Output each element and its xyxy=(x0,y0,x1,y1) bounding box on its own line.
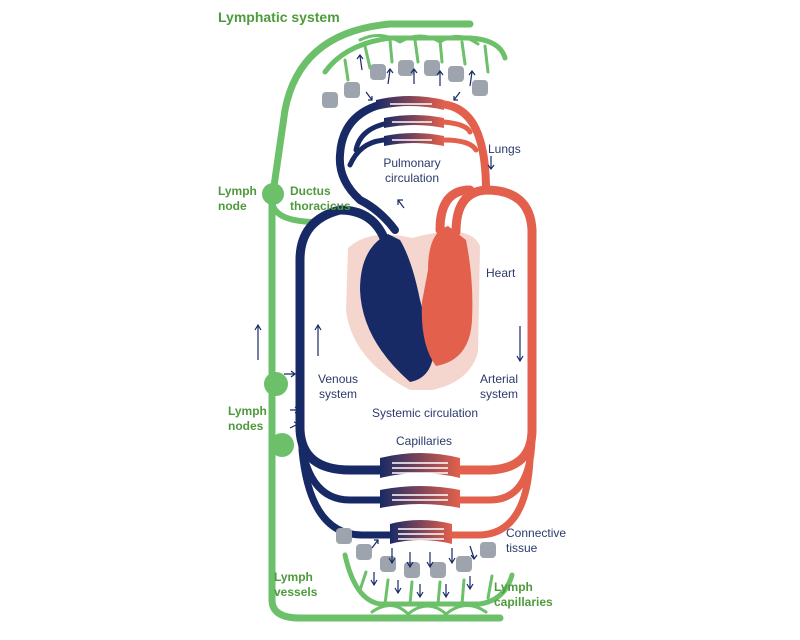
lymphatic-vessels xyxy=(268,20,515,622)
flow-arrows xyxy=(254,54,524,599)
vena-to-heart xyxy=(335,205,389,243)
connective-label-line1: Connective xyxy=(506,526,567,540)
lymph-node-label-line1: Lymph xyxy=(218,184,257,198)
heart xyxy=(346,226,480,390)
lymph-node-label: Lymph node xyxy=(218,184,257,214)
capillaries-label: Capillaries xyxy=(396,434,453,448)
ductus-label-line1: Ductus xyxy=(290,184,331,198)
pulmonary-vein xyxy=(335,102,399,234)
pulmonary-label-line1: Pulmonary xyxy=(383,156,441,170)
arterial-label: Arterial system xyxy=(472,372,526,402)
lymph-capillaries-label-line2: capillaries xyxy=(494,595,553,609)
lymph-capillaries-label: Lymph capillaries xyxy=(494,580,553,610)
lymph-vessels-label-line2: vessels xyxy=(274,585,318,599)
arterial-vessels xyxy=(435,100,537,539)
venous-vessels xyxy=(295,102,399,539)
lymph-up-arrow xyxy=(254,323,262,360)
pulmonary-label: Pulmonary circulation xyxy=(378,156,446,186)
lymph-capillaries-label-line1: Lymph xyxy=(494,580,533,594)
ductus-label-line2: thoracicus xyxy=(290,199,351,213)
main-lymph-vessel xyxy=(268,20,504,622)
lungs-label: Lungs xyxy=(488,142,521,156)
pulmonary-artery xyxy=(436,100,490,194)
venous-label: Venous system xyxy=(318,372,358,402)
pulmonary-label-line2: circulation xyxy=(384,171,440,185)
venous-up-arrow xyxy=(314,323,322,356)
lymph-vessels-label-line1: Lymph xyxy=(274,570,313,584)
systemic-label: Systemic circulation xyxy=(372,406,479,420)
lymph-nodes-label: Lymph nodes xyxy=(228,404,267,434)
lymph-node-middle xyxy=(264,372,288,396)
lymph-vessels-label: Lymph vessels xyxy=(274,570,317,600)
bottom-lymph-network xyxy=(342,552,515,607)
venous-label-line2: system xyxy=(318,387,357,401)
lymph-nodes-label-line2: nodes xyxy=(228,419,264,433)
arterial-system-vessel xyxy=(450,185,537,475)
tissue-cells-top xyxy=(322,60,488,108)
left-heart-chambers xyxy=(360,234,434,382)
heart-label: Heart xyxy=(486,266,516,280)
lymph-node-label-line2: node xyxy=(218,199,247,213)
lymph-node-upper xyxy=(262,183,284,205)
venous-label-line1: Venous xyxy=(318,372,359,386)
arterial-label-line2: system xyxy=(479,387,518,401)
pulmonary-capillaries xyxy=(376,96,444,146)
right-heart-chambers xyxy=(421,226,473,366)
aorta xyxy=(435,185,475,235)
connective-label-line2: tissue xyxy=(506,541,538,555)
systemic-capillaries xyxy=(380,453,460,544)
ductus-label: Ductus thoracicus xyxy=(290,184,351,214)
connective-tissue-label: Connective tissue xyxy=(506,526,566,556)
lymph-nodes-label-line1: Lymph xyxy=(228,404,267,418)
arterial-down-arrow xyxy=(516,326,524,363)
diagram-title: Lymphatic system xyxy=(218,9,340,25)
arterial-label-line1: Arterial xyxy=(479,372,518,386)
lymph-node-lower xyxy=(270,433,294,457)
